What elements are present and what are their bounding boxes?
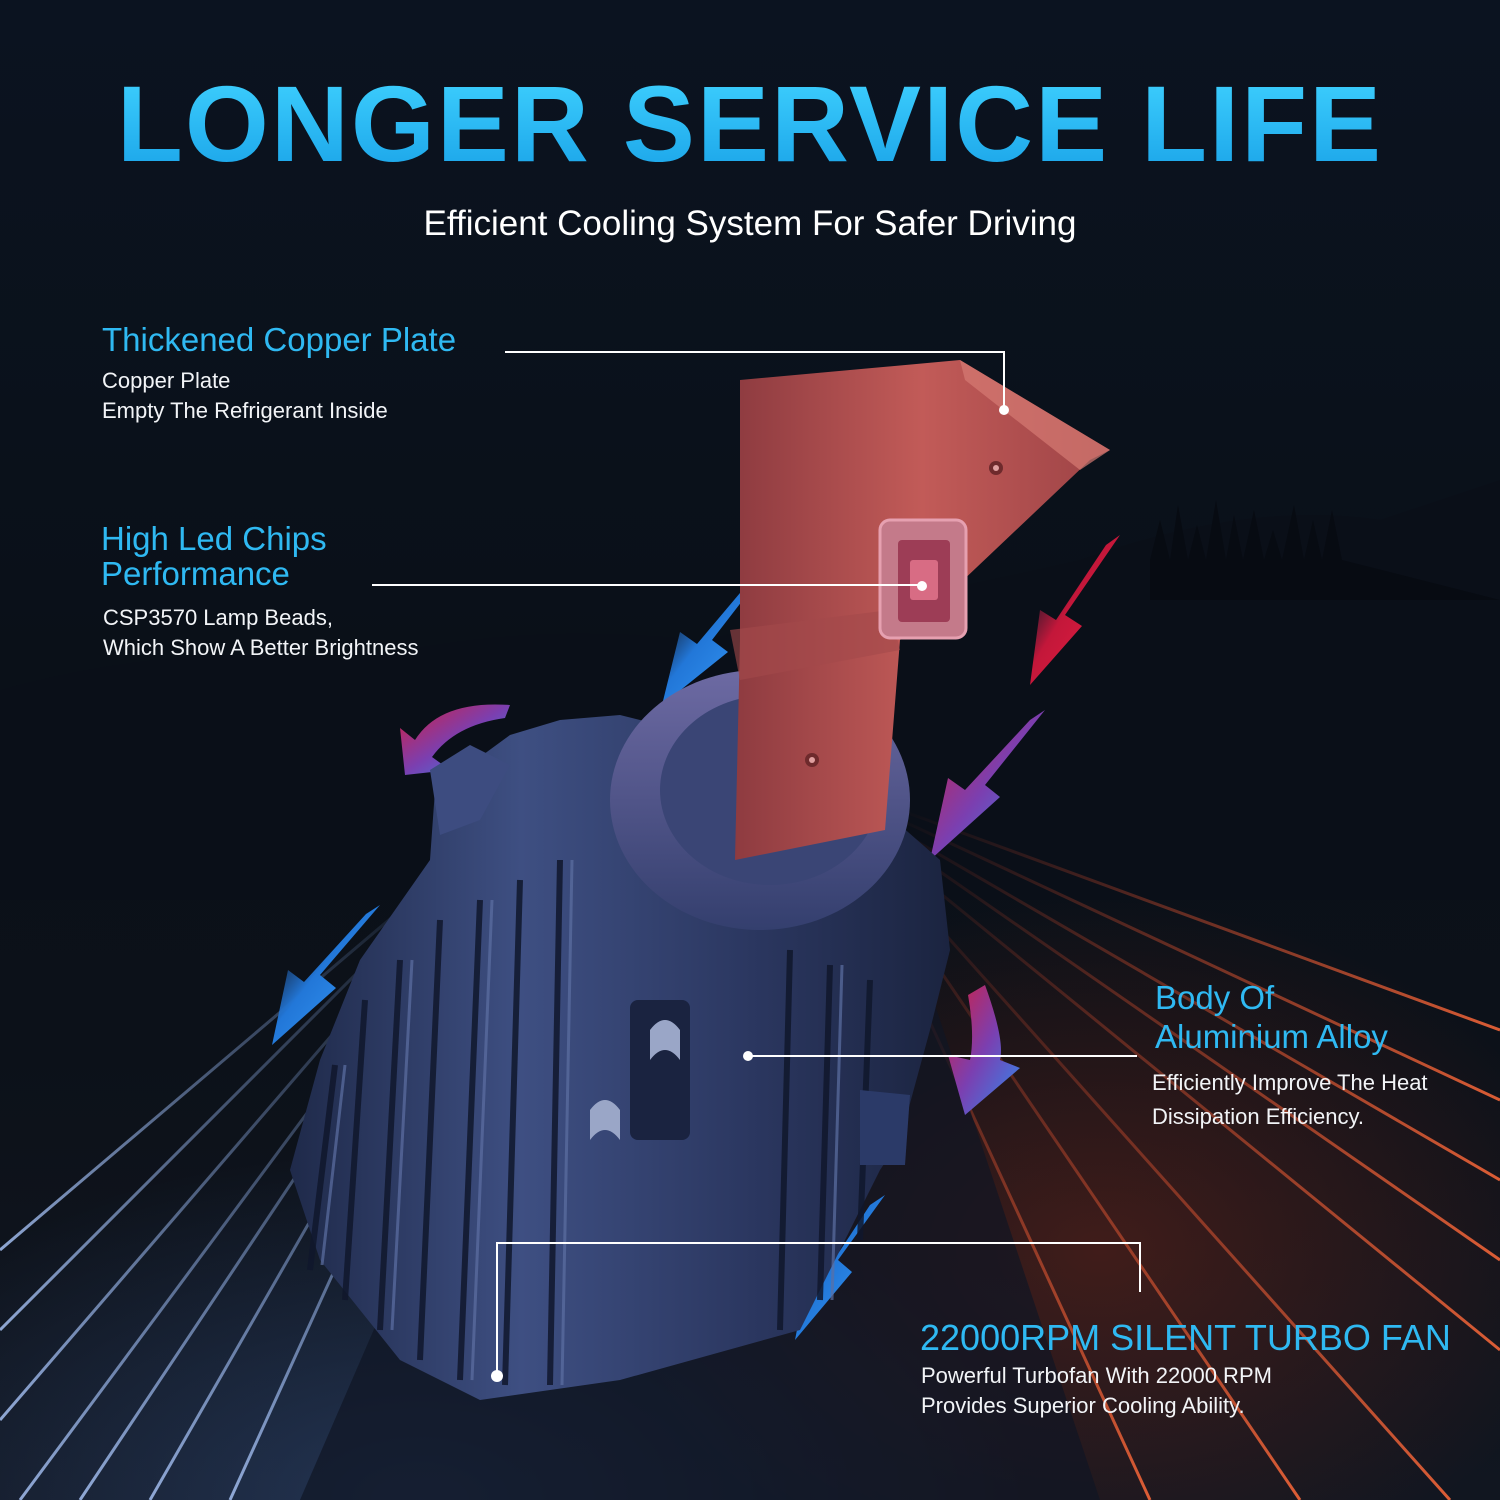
led-bulb-product: [290, 360, 1110, 1400]
feature-title-copper-plate: Thickened Copper Plate: [102, 321, 457, 358]
feature-desc-line: Provides Superior Cooling Ability.: [921, 1393, 1245, 1419]
feature-desc-aluminium-body: Efficiently Improve The Heat Dissipation…: [1152, 1066, 1428, 1134]
feature-title-line: Aluminium Alloy: [1155, 1017, 1388, 1055]
feature-title-line: 22000RPM SILENT TURBO FAN: [920, 1317, 1451, 1358]
feature-desc-line: CSP3570 Lamp Beads,: [103, 605, 333, 630]
feature-desc-led-chips: CSP3570 Lamp Beads, Which Show A Better …: [103, 603, 419, 664]
feature-desc-line: Empty The Refrigerant Inside: [102, 398, 388, 424]
feature-desc-line: Which Show A Better Brightness: [103, 635, 419, 661]
headline: LONGER SERVICE LIFE: [0, 70, 1500, 178]
subheadline: Efficient Cooling System For Safer Drivi…: [423, 204, 1077, 243]
feature-title-line: Performance: [101, 554, 290, 592]
feature-desc-copper-plate: Copper Plate Empty The Refrigerant Insid…: [102, 366, 388, 427]
feature-title-turbo-fan: 22000RPM SILENT TURBO FAN: [920, 1319, 1451, 1357]
feature-desc-turbo-fan: Powerful Turbofan With 22000 RPM Provide…: [921, 1361, 1272, 1422]
feature-desc-line: Efficiently Improve The Heat: [1152, 1070, 1428, 1095]
feature-title-line: Body Of: [1155, 979, 1275, 1016]
feature-title-aluminium-body: Body Of Aluminium Alloy: [1155, 979, 1388, 1055]
feature-title-line: Thickened Copper Plate: [102, 321, 457, 358]
feature-title-line: High Led Chips: [101, 520, 327, 557]
feature-desc-line: Powerful Turbofan With 22000 RPM: [921, 1363, 1272, 1388]
feature-desc-line: Dissipation Efficiency.: [1152, 1104, 1364, 1130]
feature-title-led-chips: High Led Chips Performance: [101, 520, 327, 592]
feature-desc-line: Copper Plate: [102, 368, 231, 393]
